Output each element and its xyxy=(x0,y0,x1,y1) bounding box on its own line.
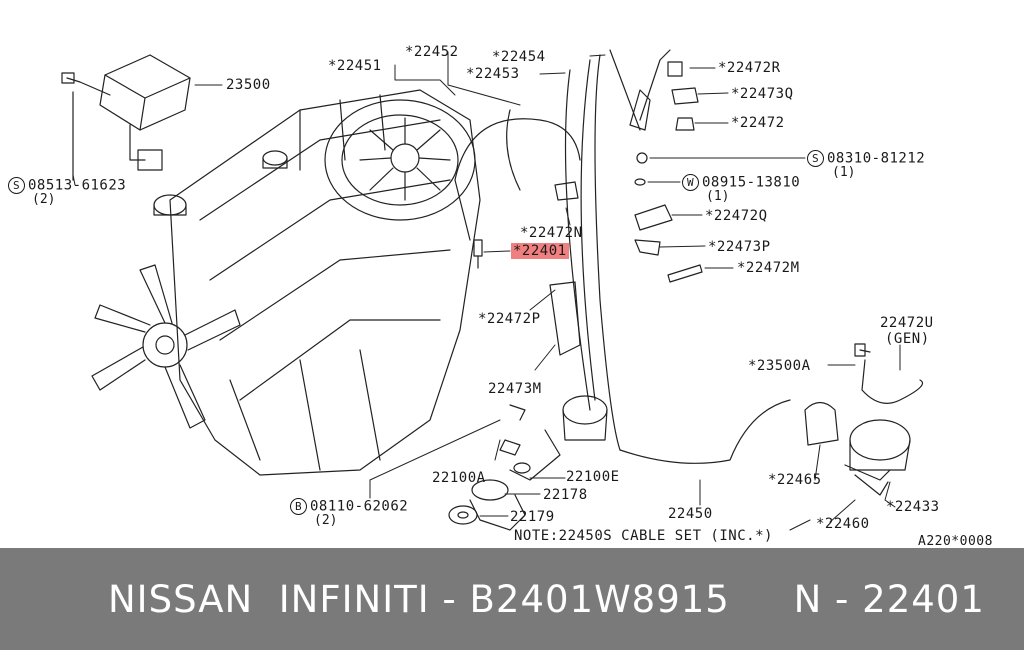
label-22401-highlighted: *22401 xyxy=(511,243,569,259)
distributor-parts xyxy=(448,395,608,531)
label-08110-text: 08110-62062 xyxy=(310,498,409,515)
label-22179: 22179 xyxy=(510,509,555,525)
label-22454: *22454 xyxy=(492,49,546,65)
label-22100E: 22100E xyxy=(566,469,620,485)
diagram-code: A220*0008 xyxy=(918,534,993,549)
prefix-symbol-w: W xyxy=(682,174,699,191)
prefix-symbol-s: S xyxy=(8,177,25,194)
label-22472: *22472 xyxy=(731,115,785,131)
label-22472N: *22472N xyxy=(520,225,583,241)
label-08513-qty: (2) xyxy=(32,192,56,207)
label-23500: 23500 xyxy=(226,77,271,93)
label-22450: 22450 xyxy=(668,506,713,522)
prefix-symbol-b: B xyxy=(290,498,307,515)
label-22453: *22453 xyxy=(466,66,520,82)
note-text: NOTE:22450S CABLE SET (INC.*) xyxy=(514,528,773,544)
footer-banner: NISSAN INFINITI - B2401W8915 N - 22401 xyxy=(0,548,1024,650)
label-22465: *22465 xyxy=(768,472,822,488)
label-22473Q: *22473Q xyxy=(731,86,794,102)
air-cleaner xyxy=(324,99,476,221)
cable-clips xyxy=(549,61,703,356)
engine-block-outline xyxy=(169,89,481,476)
cooling-fan xyxy=(91,264,241,429)
label-22472U-gen: (GEN) xyxy=(885,331,930,347)
label-23500A: *23500A xyxy=(748,358,811,374)
label-08915-text: 08915-13810 xyxy=(702,174,801,191)
label-22473M: 22473M xyxy=(488,381,542,397)
label-22472P: *22472P xyxy=(478,311,541,327)
label-08513-text: 08513-61623 xyxy=(28,177,127,194)
spark-plug-22401 xyxy=(473,239,483,269)
label-22100A: 22100A xyxy=(432,470,486,486)
label-22473P: *22473P xyxy=(708,239,771,255)
label-08310-text: 08310-81212 xyxy=(827,150,926,167)
label-08915-qty: (1) xyxy=(706,189,730,204)
oil-filler-cap xyxy=(153,150,288,216)
label-22451: *22451 xyxy=(328,58,382,74)
generator-parts xyxy=(804,343,924,496)
leader-lines xyxy=(72,51,901,531)
label-22472M: *22472M xyxy=(737,260,800,276)
label-08310-qty: (1) xyxy=(832,165,856,180)
footer-part-number-text: NISSAN INFINITI - B2401W8915 N - 22401 xyxy=(108,577,985,621)
label-22460: *22460 xyxy=(816,516,870,532)
ignition-module-23500 xyxy=(61,54,191,181)
engine-drawing xyxy=(61,49,924,531)
label-08110-qty: (2) xyxy=(314,513,338,528)
label-22178: 22178 xyxy=(543,487,588,503)
label-22433: *22433 xyxy=(886,499,940,515)
label-22472Q: *22472Q xyxy=(705,208,768,224)
prefix-symbol-s: S xyxy=(807,150,824,167)
label-22472R: *22472R xyxy=(718,60,781,76)
label-22472U: 22472U xyxy=(880,315,934,331)
label-22452: *22452 xyxy=(405,44,459,60)
ignition-cables xyxy=(454,49,791,464)
